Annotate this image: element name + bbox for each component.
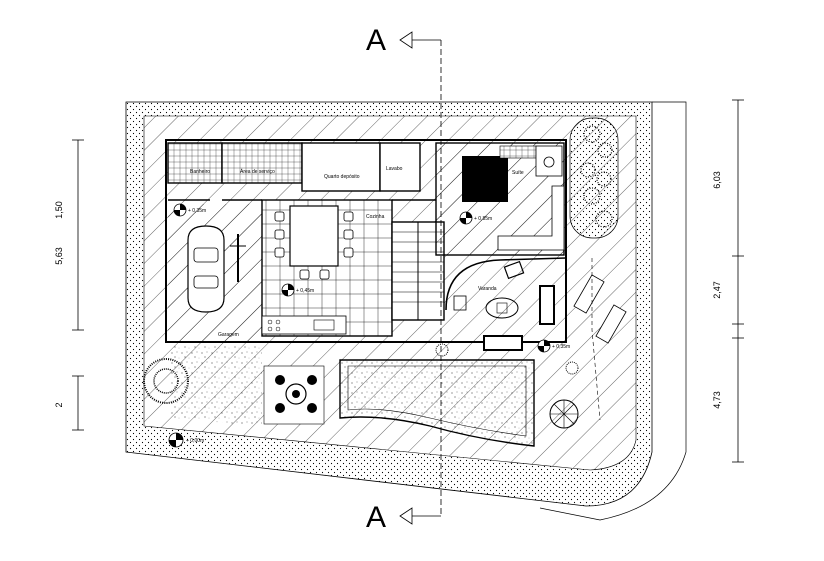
section-line: A A: [366, 24, 442, 534]
tree-icon: [143, 358, 189, 404]
room-label-living: Varanda: [478, 286, 497, 292]
dimensions-left: 1,50 5,63 2: [54, 139, 84, 431]
level-marker-living: + 0,35m: [537, 339, 570, 353]
room-label-service: Quarto depósito: [324, 174, 360, 180]
level-marker-suite: + 0,85m: [459, 211, 492, 225]
umbrella-icon: [549, 399, 579, 429]
level-label-living: + 0,35m: [552, 344, 570, 350]
dim-right-upper: 6,03: [712, 171, 722, 189]
level-marker-kitchen: + 0,45m: [281, 283, 314, 297]
room-label-laundry: Área de serviço: [240, 168, 275, 175]
motorcycle-icon: [230, 234, 246, 282]
room-label-suite: Suíte: [512, 170, 524, 176]
dim-right-middle: 2,47: [712, 281, 722, 299]
dim-right-lower: 4,73: [712, 391, 722, 409]
level-label-suite: + 0,85m: [474, 216, 492, 222]
dim-left-lower: 2: [54, 402, 64, 407]
section-marker-top: A: [366, 24, 386, 57]
level-marker-laundry: + 0,35m: [173, 203, 206, 217]
garden-bed: [569, 117, 619, 239]
dimensions-right: 6,03 2,47 4,73: [712, 99, 744, 463]
pool: [339, 359, 535, 447]
dim-left-upper-b: 5,63: [54, 247, 64, 265]
level-label-laundry: + 0,35m: [188, 208, 206, 214]
section-marker-bottom: A: [366, 501, 386, 534]
garage: [168, 204, 262, 342]
level-label-kitchen: + 0,45m: [296, 288, 314, 294]
room-label-bathroom: Banheiro: [190, 169, 210, 175]
car-icon: [187, 225, 225, 313]
level-marker-entry: + 0,00m: [168, 432, 204, 448]
lounge-chairs: [573, 274, 627, 344]
small-plant-icon: [435, 343, 579, 375]
room-label-lavabo: Lavabo: [386, 166, 403, 172]
living-furniture: [453, 260, 555, 351]
walkway: [170, 344, 262, 426]
room-label-garage: Garagem: [218, 332, 239, 338]
level-label-entry: + 0,00m: [186, 438, 204, 444]
dim-left-upper-a: 1,50: [54, 201, 64, 219]
building: [165, 139, 567, 343]
room-label-kitchen: Cozinha: [366, 214, 385, 220]
patio-table: [263, 365, 325, 425]
